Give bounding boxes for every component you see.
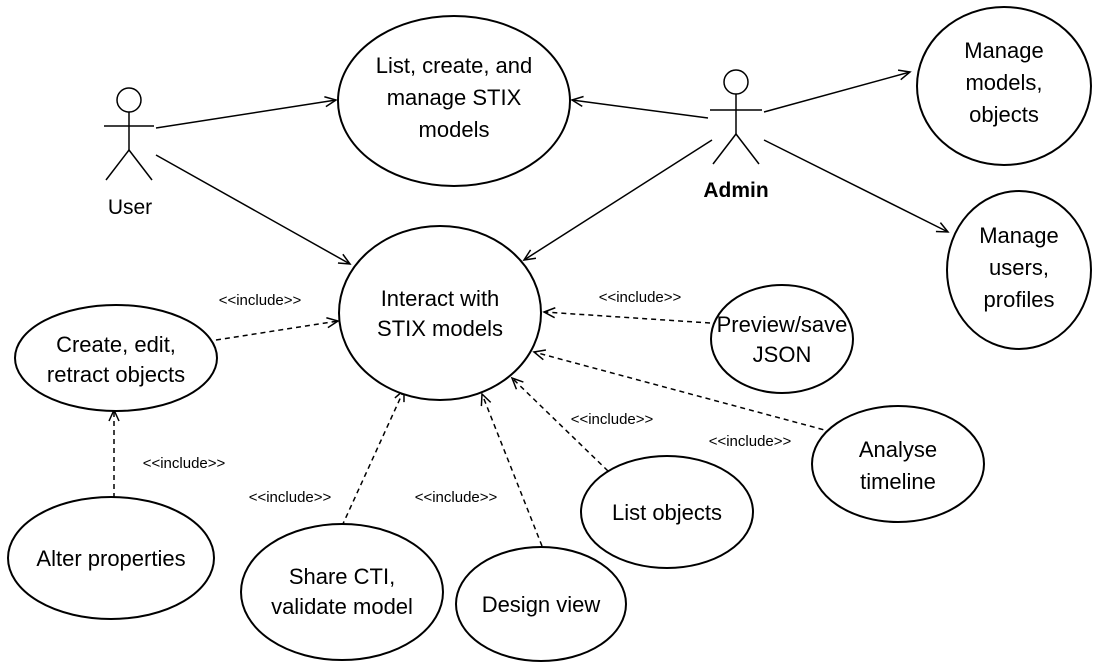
use-case-label: STIX models (377, 316, 503, 341)
include-label: <<include>> (571, 411, 654, 428)
use-case-label: Manage (964, 38, 1044, 63)
use-case-label: Analyse (859, 437, 937, 462)
assoc-admin-list-manage (570, 95, 709, 119)
dep-preview-json (542, 307, 711, 324)
include-dependencies (108, 307, 833, 547)
actor-user-label: User (108, 196, 152, 219)
dep-list-objects (510, 376, 609, 472)
use-case-label: Interact with (381, 286, 500, 311)
assoc-user-interact (155, 154, 352, 265)
dep-share-cti (341, 388, 405, 527)
use-case-label: models, (965, 70, 1042, 95)
use-case-label: profiles (984, 287, 1055, 312)
use-case-label: Alter properties (36, 546, 185, 571)
use-case-label: Design view (482, 592, 601, 617)
use-case-label: Manage (979, 223, 1059, 248)
include-label: <<include>> (599, 289, 682, 306)
actor-admin-head (723, 69, 749, 95)
include-label: <<include>> (219, 292, 302, 309)
use-case-label: JSON (753, 342, 812, 367)
dep-analyse-timeline (532, 349, 833, 433)
use-case-preview-json[interactable]: Preview/save JSON (710, 284, 854, 394)
actor-user-head (116, 87, 142, 113)
use-case-design-view[interactable]: Design view (455, 546, 627, 662)
use-case-list-manage[interactable]: List, create, and manage STIX models (337, 15, 571, 187)
include-label: <<include>> (143, 455, 226, 472)
use-case-create-edit[interactable]: Create, edit, retract objects (14, 304, 218, 412)
use-case-label: retract objects (47, 362, 185, 387)
include-label: <<include>> (415, 489, 498, 506)
use-case-label: manage STIX (387, 85, 522, 110)
use-case-list-objects[interactable]: List objects (580, 455, 754, 569)
use-case-label: models (419, 117, 490, 142)
associations (155, 69, 950, 265)
actor-admin[interactable]: Admin (703, 69, 769, 202)
dep-create-edit (215, 317, 340, 341)
use-case-label: List, create, and (376, 53, 533, 78)
use-case-label: objects (969, 102, 1039, 127)
include-label: <<include>> (709, 433, 792, 450)
assoc-user-list-manage (155, 96, 338, 129)
include-labels: <<include>> <<include>> <<include>> <<in… (143, 289, 792, 506)
use-case-alter-properties[interactable]: Alter properties (7, 496, 215, 620)
use-case-label: Share CTI, (289, 564, 395, 589)
include-label: <<include>> (249, 489, 332, 506)
use-case-share-cti[interactable]: Share CTI, validate model (240, 523, 444, 661)
use-case-interact[interactable]: Interact with STIX models (338, 225, 542, 401)
use-case-label: List objects (612, 500, 722, 525)
use-case-analyse-timeline[interactable]: Analyse timeline (811, 405, 985, 523)
actor-user[interactable]: User (104, 87, 154, 219)
use-case-manage-users[interactable]: Manage users, profiles (946, 190, 1092, 350)
assoc-admin-interact (522, 139, 713, 261)
assoc-admin-manage-users (763, 139, 950, 233)
actor-admin-label: Admin (703, 179, 768, 202)
use-case-label: users, (989, 255, 1049, 280)
use-case-label: timeline (860, 469, 936, 494)
use-case-label: Create, edit, (56, 332, 176, 357)
use-case-label: validate model (271, 594, 413, 619)
dep-design-view (480, 392, 543, 547)
use-case-label: Preview/save (717, 312, 848, 337)
use-case-manage-models[interactable]: Manage models, objects (916, 6, 1092, 166)
assoc-admin-manage-models (763, 69, 912, 113)
